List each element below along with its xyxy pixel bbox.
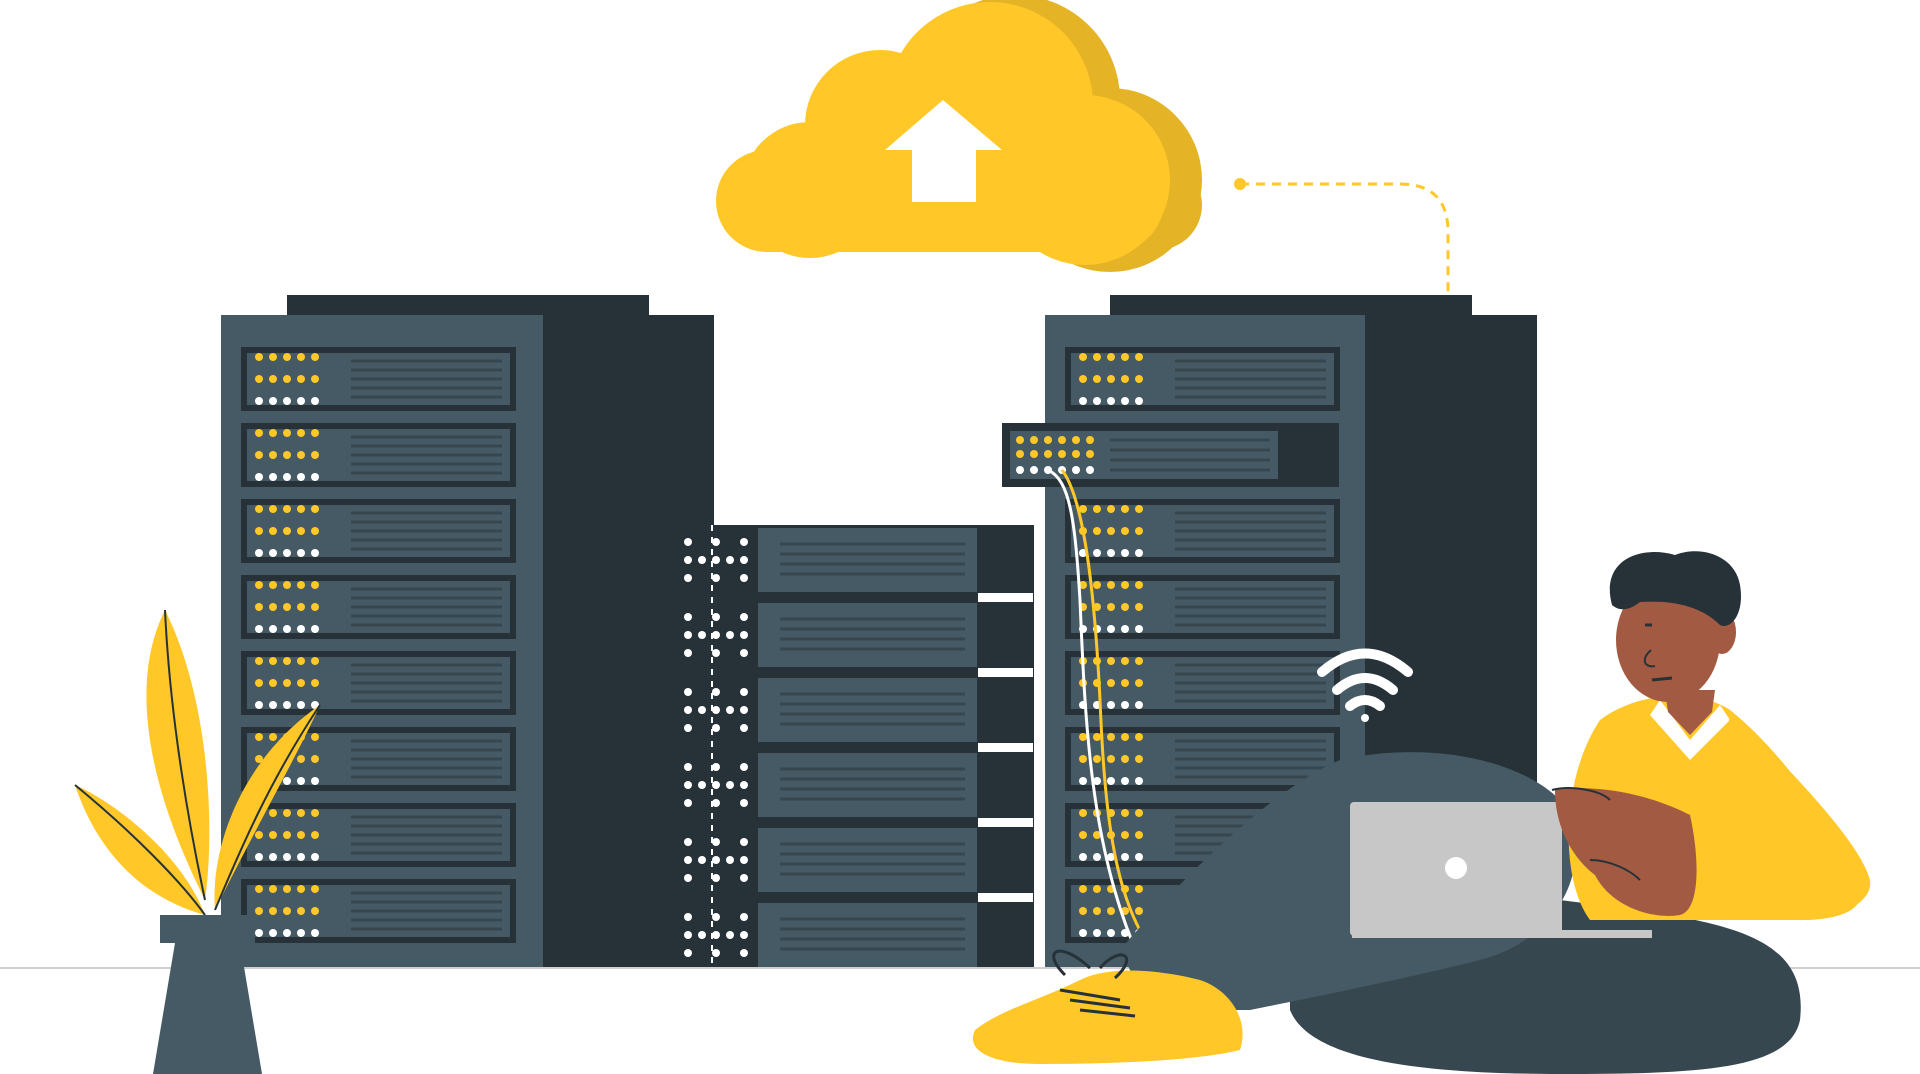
server-unit [241, 651, 516, 715]
server-unit [672, 528, 977, 592]
middle-server-rack [672, 525, 1034, 967]
server-unit [672, 753, 977, 817]
connection-endpoint [1234, 178, 1246, 190]
laptop-logo [1445, 857, 1467, 879]
upload-arrow-icon [885, 100, 1002, 202]
extended-server-drive [1002, 423, 1339, 487]
server-unit [241, 803, 516, 867]
left-server-rack [221, 295, 714, 967]
yellow-shoe [972, 970, 1243, 1064]
server-unit [241, 347, 516, 411]
server-unit [672, 828, 977, 892]
server-unit [672, 903, 977, 967]
server-unit [1065, 651, 1340, 715]
server-unit [672, 603, 977, 667]
server-unit [672, 678, 977, 742]
server-unit [241, 879, 516, 943]
server-unit [1065, 575, 1340, 639]
server-unit [1065, 499, 1340, 563]
person-with-laptop [972, 551, 1871, 1074]
cloud-connection-line [1240, 182, 1450, 752]
potted-plant [74, 609, 321, 1074]
cloud-upload-icon [716, 0, 1202, 272]
server-unit [241, 499, 516, 563]
server-unit [241, 575, 516, 639]
server-unit [1065, 347, 1340, 411]
wifi-icon [1317, 648, 1413, 722]
server-unit [241, 423, 516, 487]
server-unit [1065, 727, 1340, 791]
